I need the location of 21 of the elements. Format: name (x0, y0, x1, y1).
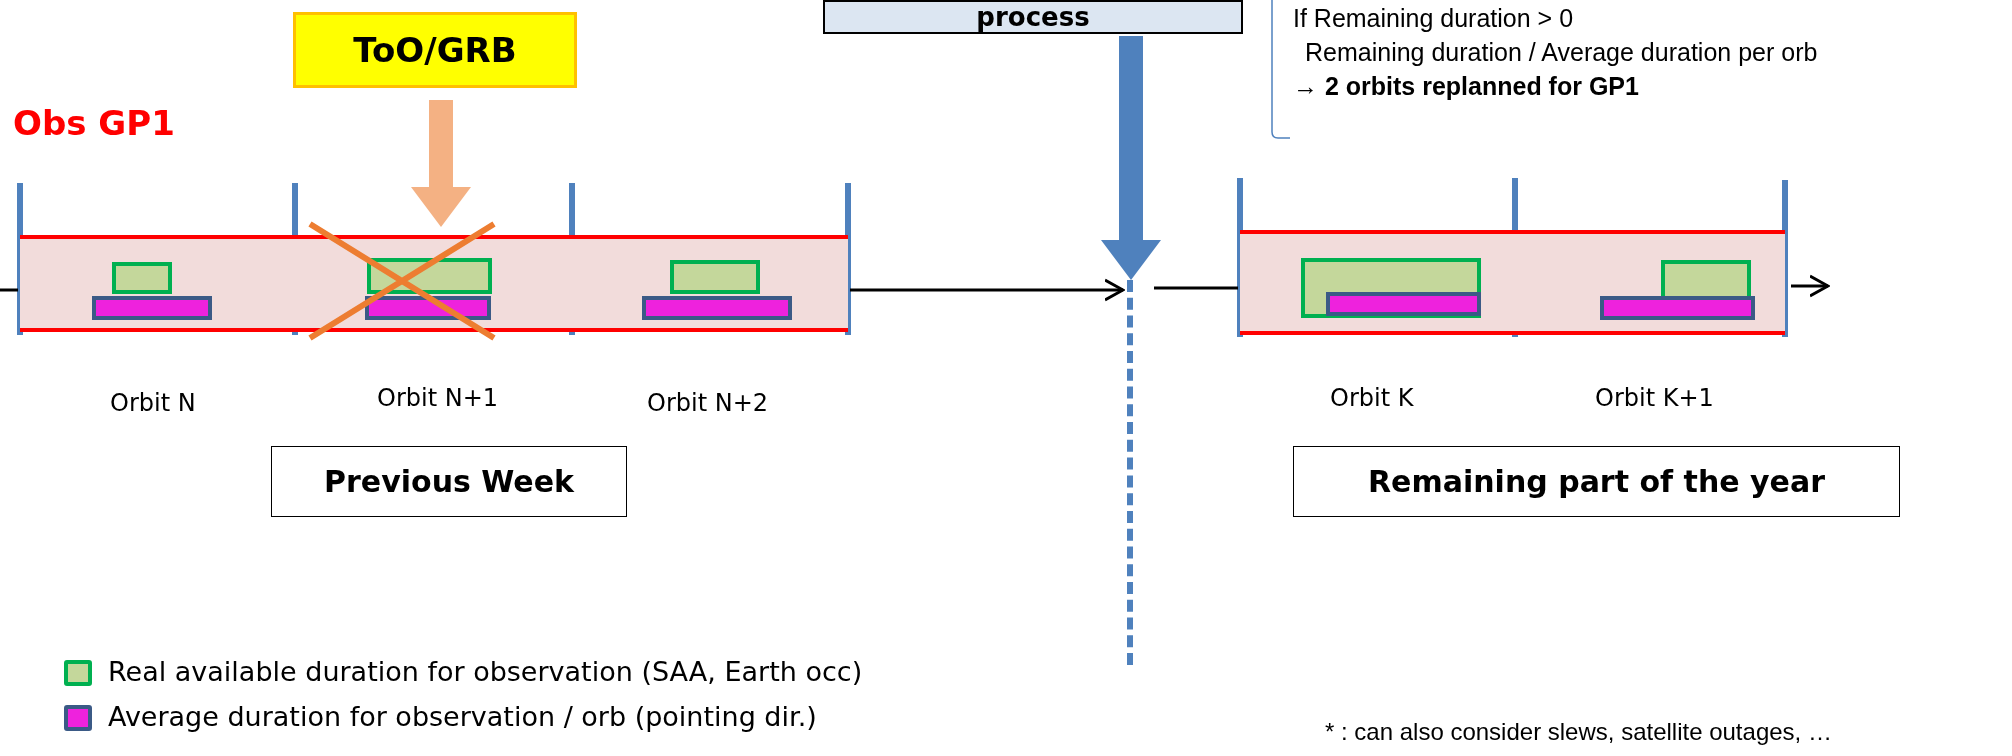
arrow (1791, 274, 1830, 298)
event-box: ToO/GRB (293, 12, 577, 88)
footnote: * : can also consider slews, satellite outages, … (1325, 718, 1832, 746)
legend-label: Average duration for observation / orb (pointing dir.) (108, 701, 817, 732)
period-box: Previous Week (271, 446, 627, 517)
orbit-label: Orbit K (1330, 384, 1414, 412)
orbit-label: Orbit K+1 (1595, 384, 1714, 412)
note-text: Remaining duration / Average duration per orb (1305, 38, 1818, 67)
divider-line (1127, 280, 1134, 665)
note-text: If Remaining duration > 0 (1293, 4, 1574, 33)
arrow (411, 100, 471, 227)
arrow (1101, 36, 1161, 280)
period-box: Remaining part of the year (1293, 446, 1900, 517)
orbit-label: Orbit N (110, 389, 196, 417)
orbit-label: Orbit N+2 (647, 389, 769, 417)
group-label: Obs GP1 (13, 103, 175, 143)
legend-label: Real available duration for observation (SAA, Earth occ) (108, 656, 863, 687)
note-text: → 2 orbits replanned for GP1 (1293, 72, 1639, 101)
process-box: process (823, 0, 1243, 34)
orbit-label: Orbit N+1 (377, 384, 499, 412)
arrow (850, 278, 1125, 302)
